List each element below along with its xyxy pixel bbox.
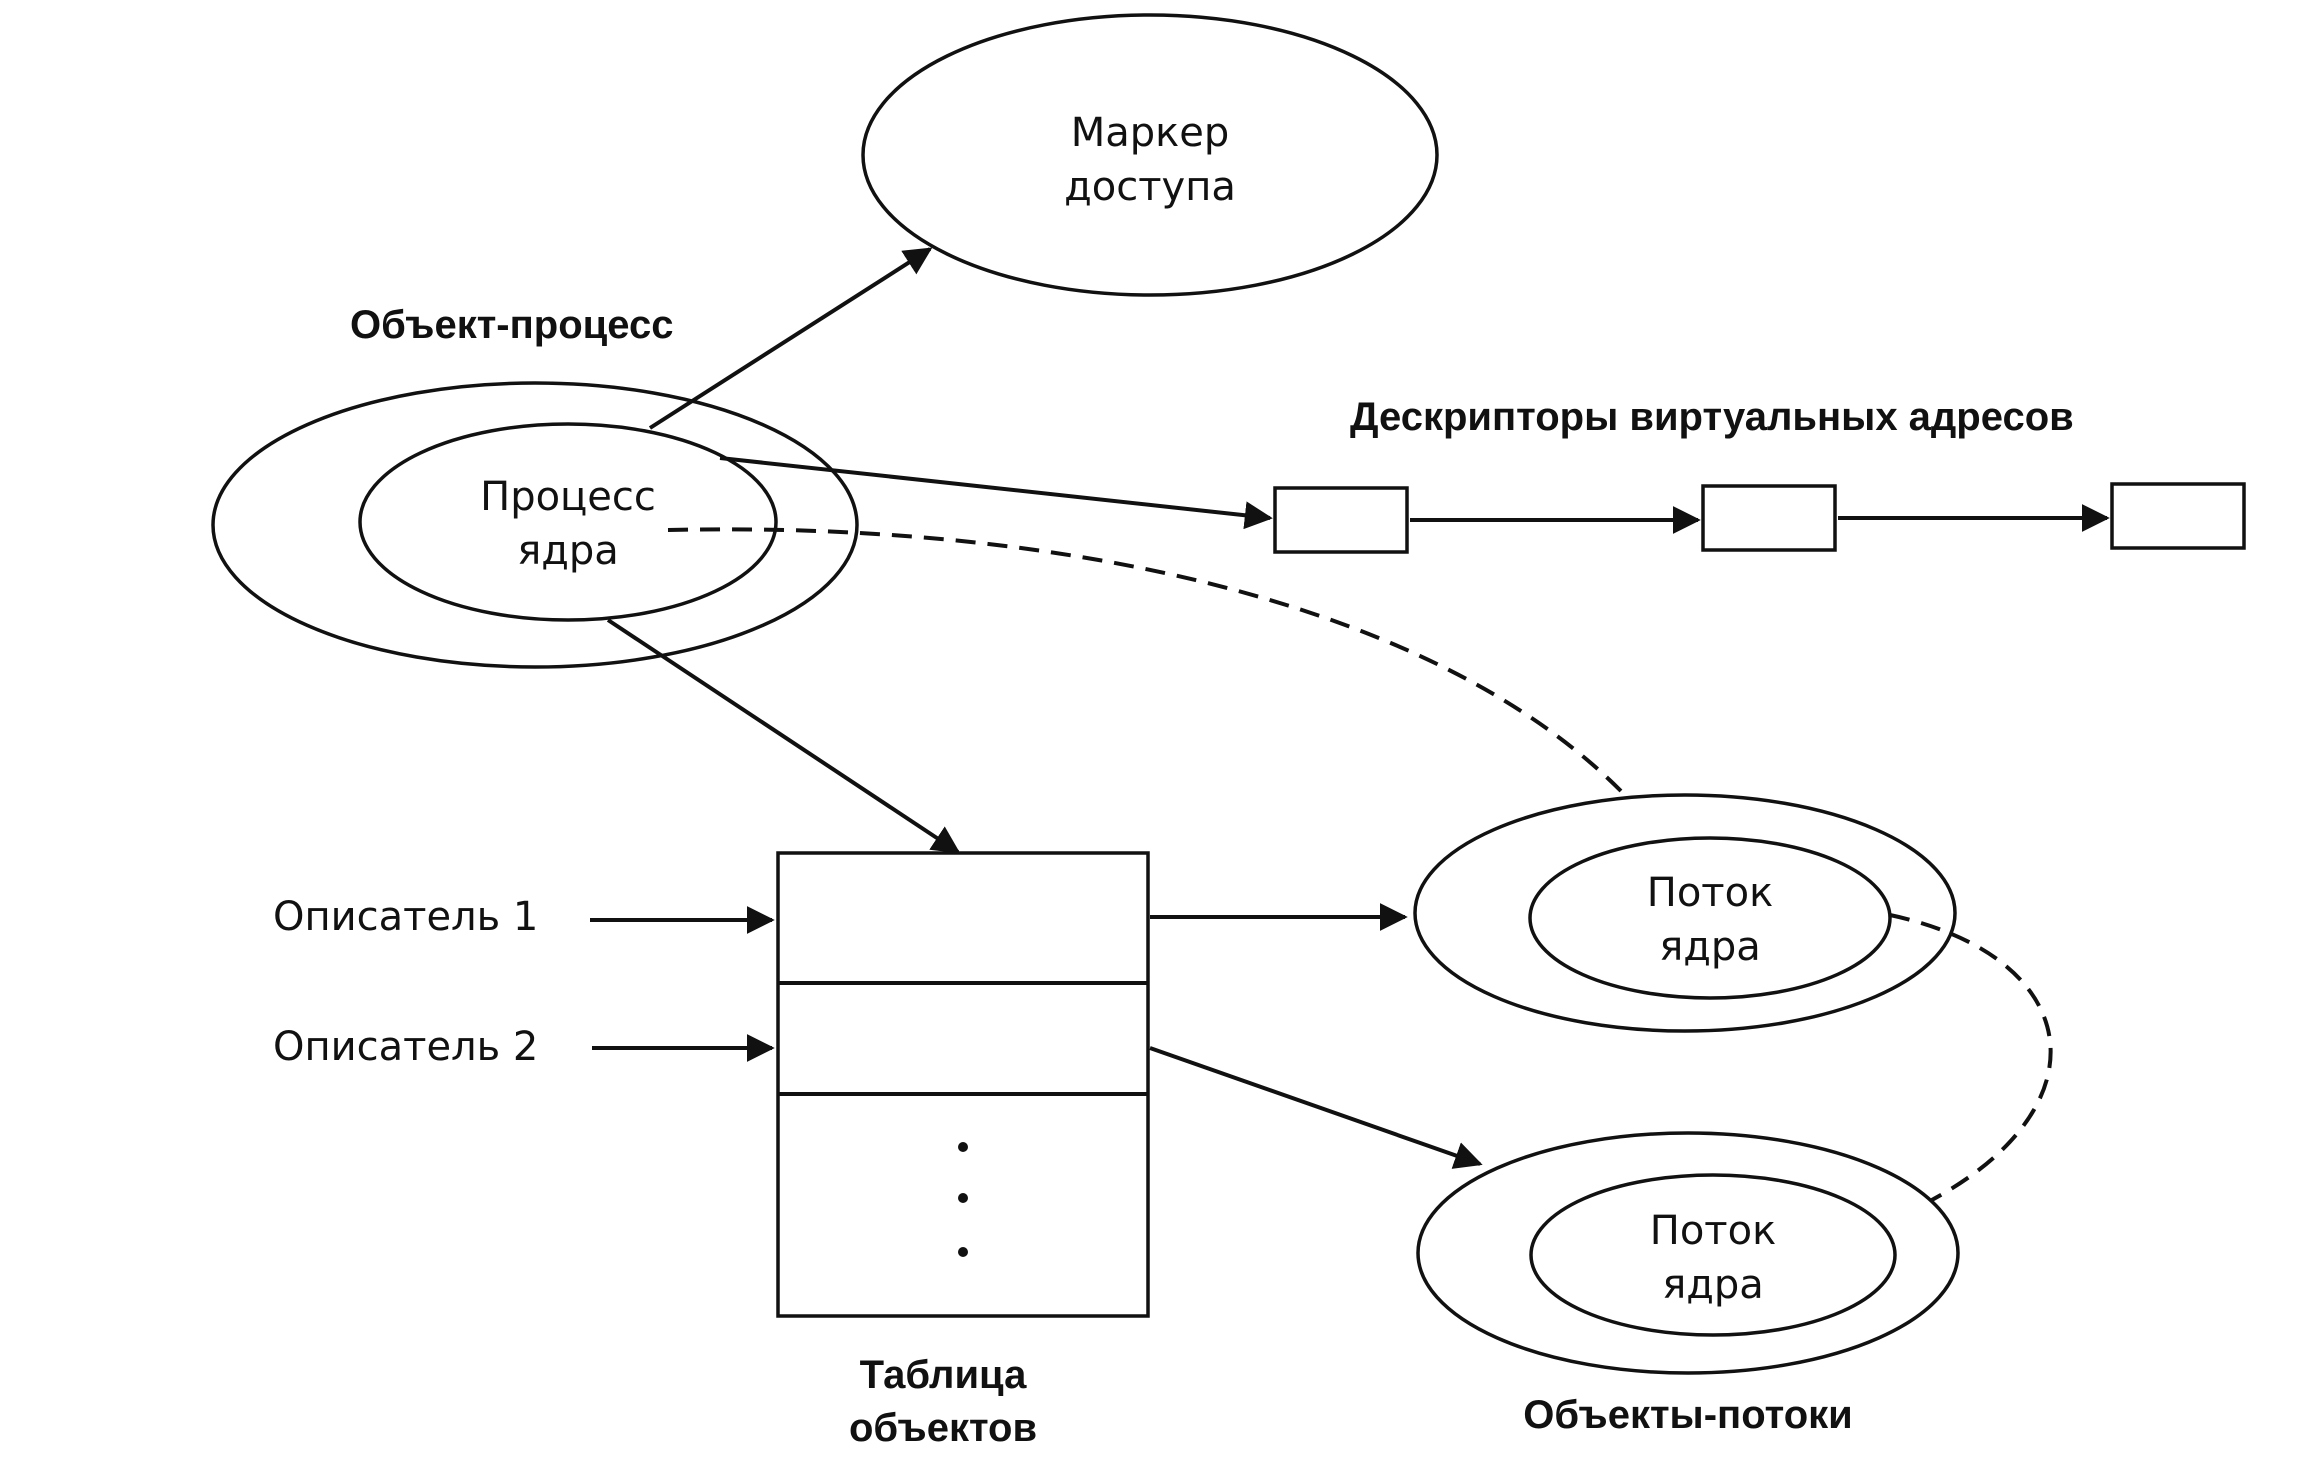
vad-box-1 [1273,486,1409,554]
kernel-process-inner [358,422,778,622]
thread-1-label-line1: Поток [1647,870,1773,916]
process-object-title: Объект-процесс [350,303,673,347]
thread-2-inner [1529,1173,1897,1337]
thread-1-inner [1528,836,1892,1000]
vad-box-2 [1701,484,1837,552]
process-object-node: Процесс ядра [211,381,859,669]
access-token-label-line2: доступа [1064,164,1236,210]
kernel-process-label-line1: Процесс [480,474,656,520]
access-token-node: Маркер доступа [861,13,1439,297]
vad-box-3 [2110,482,2246,550]
handle-1-label: Описатель 1 [273,894,538,940]
access-token-label-line1: Маркер [1071,110,1230,156]
object-table-frame [776,851,1150,1318]
thread-2-label-line1: Поток [1650,1208,1776,1254]
kernel-process-label-line2: ядра [517,528,619,574]
thread-object-2: Поток ядра [1416,1131,1960,1375]
arrow-process-to-vad [719,456,1273,530]
arrow-process-to-table [606,618,961,854]
object-table [776,851,1150,1318]
handle-2-label: Описатель 2 [273,1024,538,1070]
dashed-thread1-to-thread2 [1882,913,2053,1226]
table-ellipsis-dot-3 [958,1247,968,1257]
thread-2-label-line2: ядра [1662,1262,1764,1308]
arrow-table-to-thread2 [1149,1046,1483,1169]
vad-title: Дескрипторы виртуальных адресов [1350,395,2074,439]
thread-object-1: Поток ядра [1413,793,1957,1033]
arrow-process-to-token [648,247,933,430]
table-ellipsis-dot-2 [958,1193,968,1203]
object-table-caption-line2: объектов [849,1406,1037,1450]
object-table-caption-line1: Таблица [860,1353,1027,1397]
table-ellipsis-dot-1 [958,1142,968,1152]
threads-caption: Объекты-потоки [1523,1393,1853,1437]
thread-1-label-line2: ядра [1659,924,1761,970]
